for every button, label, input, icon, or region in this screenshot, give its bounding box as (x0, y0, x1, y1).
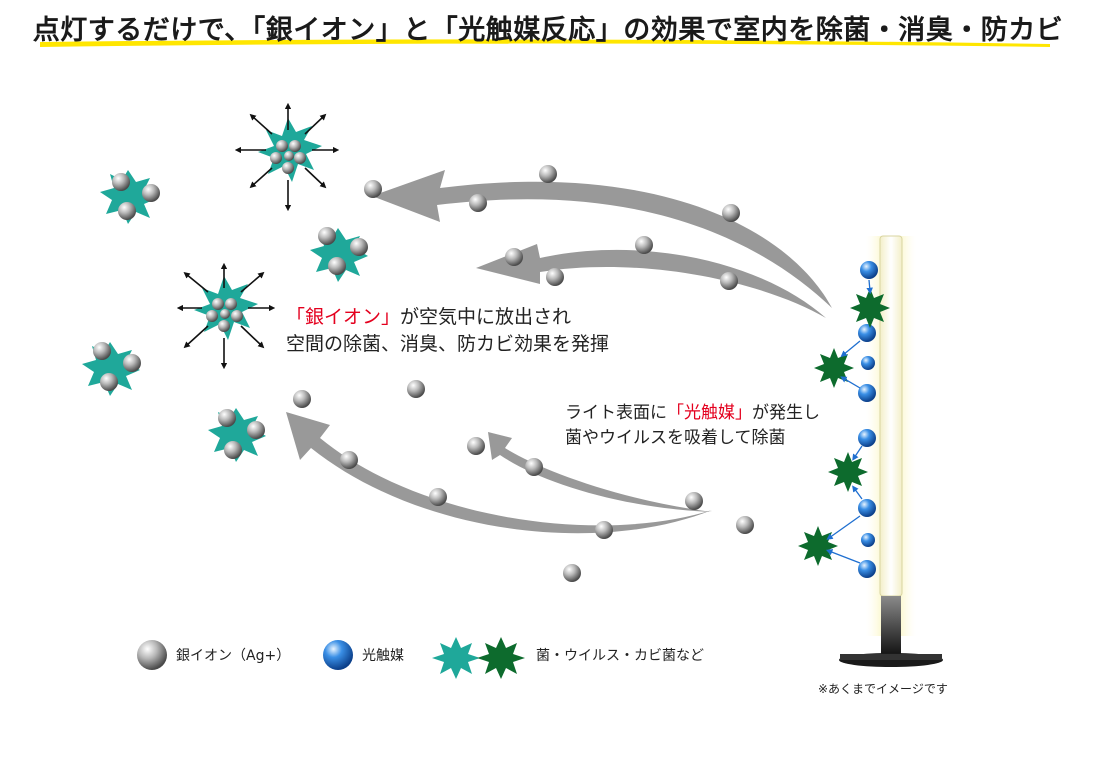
photocatalyst-line1-prefix: ライト表面に (565, 403, 667, 423)
photocatalyst-annotation: ライト表面に「光触媒」が発生し 菌やウイルスを吸着して除菌 (565, 401, 820, 451)
germ-cluster-top (234, 102, 340, 212)
germ-small-2 (310, 227, 368, 282)
silver-ion-annotation: 「銀イオン」が空気中に放出され 空間の除菌、消臭、防カビ効果を発揮 (286, 304, 609, 358)
photocatalyst-particles (858, 261, 878, 578)
legend-photocatalyst-icon (323, 640, 353, 670)
silver-ion-line2: 空間の除菌、消臭、防カビ効果を発揮 (286, 333, 610, 355)
photocatalyst-highlight: 「光触媒」 (667, 403, 752, 423)
legend-silver-ion-icon (137, 640, 167, 670)
legend-germ-teal-icon (432, 637, 480, 679)
legend-icons (137, 637, 525, 679)
germ-small-1 (100, 170, 160, 224)
light-stand (839, 235, 943, 667)
middle-flow-arrow (476, 244, 826, 318)
title-highlight-bar (40, 39, 1050, 47)
photocatalyst-line1: が発生し (752, 403, 820, 423)
disclaimer-note: ※あくまでイメージです (818, 682, 948, 696)
photocatalyst-line2: 菌やウイルスを吸着して除菌 (565, 428, 786, 448)
legend-silver-ion-label: 銀イオン（Ag+） (176, 648, 291, 664)
upper-flow-arrow (372, 170, 832, 308)
legend-photocatalyst-label: 光触媒 (362, 648, 404, 664)
capture-arrows (825, 279, 873, 564)
germ-cluster-middle (176, 262, 276, 370)
germ-small-3 (82, 342, 141, 396)
legend-germs-label: 菌・ウイルス・カビ菌など (536, 648, 704, 664)
silver-ions (293, 165, 754, 582)
silver-ion-highlight: 「銀イオン」 (286, 306, 401, 328)
germ-small-4 (208, 408, 266, 462)
lower-flow-arrow (286, 412, 712, 534)
legend-germ-dark-icon (477, 637, 525, 679)
silver-ion-line1: が空気中に放出され (400, 306, 572, 328)
page-title: 点灯するだけで、「銀イオン」と「光触媒反応」の効果で室内を除菌・消臭・防カビ (32, 15, 1064, 46)
